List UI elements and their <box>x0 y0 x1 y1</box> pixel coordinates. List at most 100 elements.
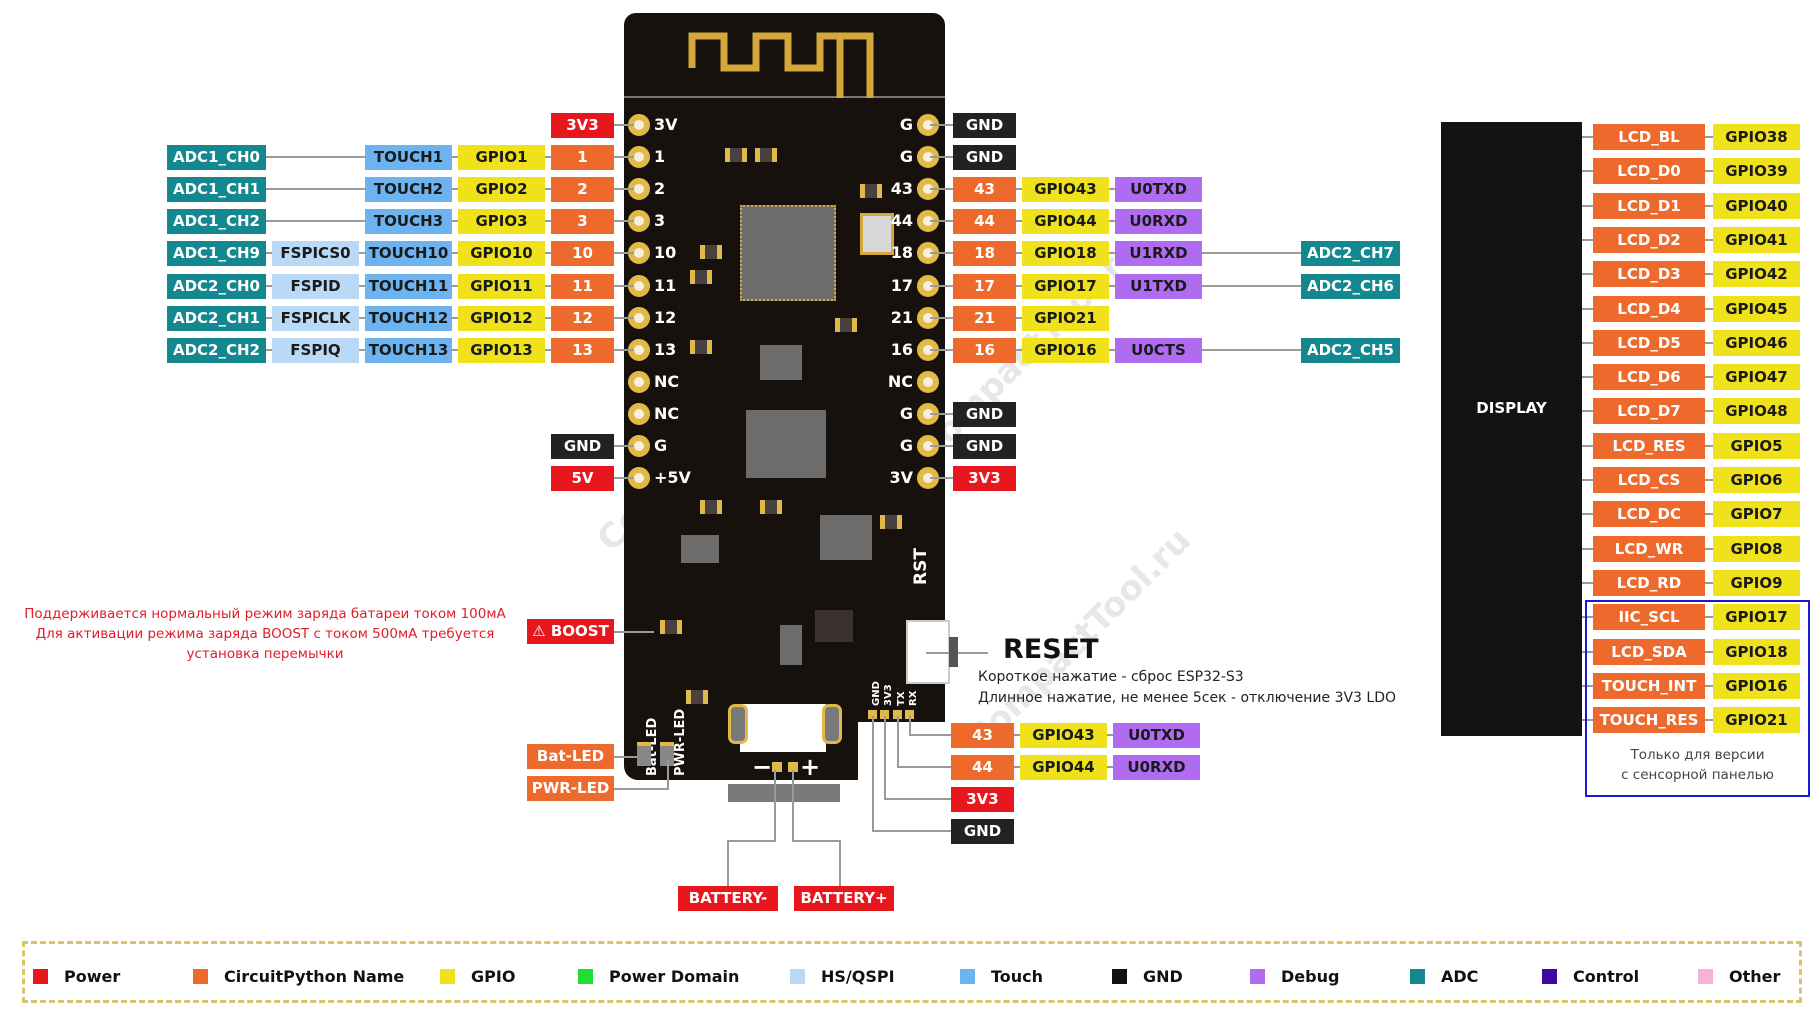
legend-swatch <box>1542 968 1557 984</box>
pin-wire <box>452 316 458 319</box>
legend-swatch <box>1410 968 1425 984</box>
legend-label: CircuitPython Name <box>224 966 405 986</box>
pin-silk: NC <box>654 371 680 391</box>
gpio-label: GPIO43 <box>1020 723 1107 748</box>
display-pin-label: TOUCH_RES <box>1593 707 1705 734</box>
pin-silk: 44 <box>890 211 913 231</box>
gpio-label: GPIO8 <box>1713 535 1800 562</box>
legend-item: GND <box>1112 966 1183 986</box>
touch-version-note: Только для версии с сенсорной панелью <box>1585 745 1810 785</box>
adc-label: ADC2_CH7 <box>1301 241 1400 267</box>
adc-label: ADC2_CH2 <box>167 337 266 363</box>
pin-pad <box>628 210 650 233</box>
legend-swatch <box>440 968 455 984</box>
pin-label: GND <box>551 434 614 459</box>
legend-swatch <box>1112 968 1127 984</box>
gpio-label: GPIO6 <box>1713 467 1800 493</box>
header-label: GND <box>951 819 1014 844</box>
pin-wire <box>614 188 634 191</box>
display-pin-label: LCD_D1 <box>1593 192 1705 219</box>
pin-label: 12 <box>551 305 614 331</box>
display-pin-label: LCD_WR <box>1593 535 1705 562</box>
gpio-label: GPIO46 <box>1713 329 1800 356</box>
pin-wire <box>1014 734 1020 736</box>
pin-wire <box>266 284 272 287</box>
bat-led <box>637 742 651 766</box>
pin-label: GND <box>953 434 1016 459</box>
touch-label: TOUCH2 <box>365 177 452 203</box>
touch-label: TOUCH11 <box>365 273 452 299</box>
legend-label: GPIO <box>471 966 516 986</box>
battery-plus-wire <box>792 770 794 840</box>
pin-wire <box>1705 136 1713 138</box>
pin-label: 44 <box>953 209 1016 235</box>
battery-minus-label: BATTERY- <box>678 886 778 911</box>
legend-label: GND <box>1143 966 1183 986</box>
pin-wire <box>1582 410 1593 413</box>
smd-component <box>835 318 857 332</box>
display-pin-label: LCD_CS <box>1593 467 1705 493</box>
battery-plus-wire <box>792 840 840 842</box>
legend-label: Control <box>1573 966 1640 986</box>
gpio-label: GPIO44 <box>1020 755 1107 780</box>
touch-version-box <box>1585 600 1810 797</box>
reset-marker <box>949 637 958 667</box>
pin-wire <box>452 284 458 287</box>
touch-label: TOUCH12 <box>365 305 452 331</box>
gpio-label: GPIO38 <box>1713 124 1800 150</box>
header-label: 3V3 <box>951 787 1014 812</box>
pin-label: 2 <box>551 177 614 203</box>
boost-note: Поддерживается нормальный режим заряда б… <box>10 604 520 664</box>
legend-item: Touch <box>960 966 1043 986</box>
pin-wire <box>266 188 365 191</box>
debug-label: U1RXD <box>1115 241 1202 267</box>
pin-wire <box>1705 616 1713 619</box>
pin-silk: 3V <box>889 468 913 488</box>
pin-wire <box>1582 341 1593 344</box>
gpio-label: GPIO7 <box>1713 501 1800 528</box>
boost-note-line: Поддерживается нормальный режим заряда б… <box>24 606 506 622</box>
pin-wire <box>1582 444 1593 447</box>
pin-wire <box>1016 316 1022 319</box>
battery-plus-silk: + <box>800 753 821 781</box>
adc-label: ADC2_CH5 <box>1301 337 1400 363</box>
pin-label: 1 <box>551 145 614 171</box>
debug-label: U0RXD <box>1113 755 1200 780</box>
pin-wire <box>1705 444 1713 447</box>
header-pad <box>868 710 877 719</box>
debug-label: U1TXD <box>1115 273 1202 299</box>
pin-wire <box>1705 719 1713 722</box>
pin-wire <box>1107 766 1113 768</box>
usb-c-connector <box>728 704 842 802</box>
legend-swatch <box>33 968 48 984</box>
crystal-icon <box>860 213 894 255</box>
qspi-label: FSPICLK <box>272 305 359 331</box>
pin-wire <box>545 156 551 159</box>
pin-wire <box>452 156 458 159</box>
header-wire <box>884 716 886 799</box>
pin-wire <box>614 284 634 287</box>
gpio-label: GPIO42 <box>1713 261 1800 288</box>
pin-wire <box>930 412 953 415</box>
pin-wire <box>1109 188 1115 191</box>
flash-chip <box>746 410 826 478</box>
pin-wire <box>1202 252 1301 255</box>
header-wire <box>872 716 874 831</box>
pin-wire <box>1582 170 1593 173</box>
pin-wire <box>930 284 953 287</box>
pin-label: 11 <box>551 273 614 299</box>
display-title: DISPLAY <box>1476 399 1547 417</box>
smd-component <box>755 148 777 162</box>
pwr-led-wire <box>614 788 669 790</box>
pin-wire <box>1705 238 1713 241</box>
pin-wire <box>1705 581 1713 584</box>
header-pad <box>893 710 902 719</box>
header-pad <box>905 710 914 719</box>
legend-item: ADC <box>1410 966 1478 986</box>
pin-wire <box>930 477 953 480</box>
smd-component <box>690 340 712 354</box>
pin-wire <box>266 348 272 351</box>
gpio-label: GPIO12 <box>458 305 545 331</box>
gpio-label: GPIO45 <box>1713 295 1800 322</box>
debug-label: U0TXD <box>1115 177 1202 203</box>
